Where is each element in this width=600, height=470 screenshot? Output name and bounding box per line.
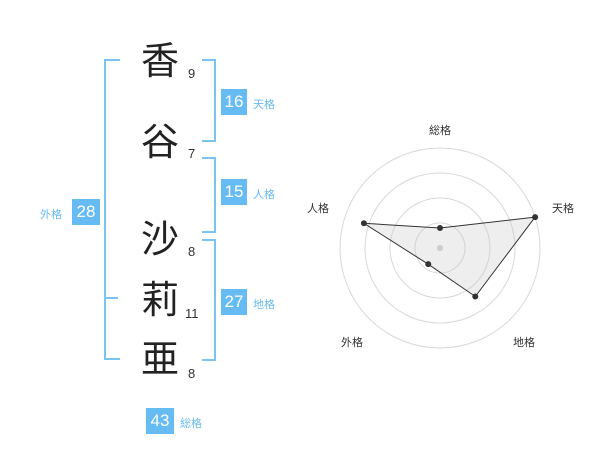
stroke-count-3: 8	[188, 244, 196, 259]
name-char-2: 谷	[141, 120, 180, 164]
radar-ring	[414, 222, 466, 274]
radar-center-dot	[437, 245, 443, 251]
jinkaku-bracket	[202, 157, 216, 233]
radar-data-polygon	[363, 216, 537, 298]
radar-ring	[389, 197, 491, 299]
radar-point-4	[425, 261, 432, 268]
gaikaku-bracket-mid-tick	[104, 297, 118, 299]
radar-axis-label-chikaku: 地格	[513, 335, 535, 349]
radar-data-points	[360, 214, 539, 300]
radar-axis-label-gaikaku: 外格	[341, 335, 363, 349]
tenkaku-label: 天格	[253, 98, 275, 111]
soukaku-score: 43	[146, 408, 174, 434]
radar-ring	[339, 147, 541, 349]
name-char-4: 莉	[141, 278, 180, 322]
gaikaku-score: 28	[72, 199, 100, 225]
name-char-1: 香	[141, 39, 180, 83]
radar-point-5	[360, 220, 367, 227]
radar-axis-label-soukaku: 総格	[429, 123, 451, 137]
gaikaku-label: 外格	[40, 208, 62, 221]
chikaku-score: 27	[221, 289, 247, 315]
radar-rings	[339, 147, 541, 349]
jinkaku-label: 人格	[253, 188, 275, 201]
radar-axis-label-jinkaku: 人格	[307, 201, 329, 215]
name-char-3: 沙	[141, 217, 180, 261]
chikaku-bracket	[202, 239, 216, 361]
tenkaku-bracket	[202, 59, 216, 142]
jinkaku-score: 15	[221, 179, 247, 205]
stroke-count-5: 8	[188, 366, 196, 381]
name-char-5: 亜	[141, 337, 180, 381]
stroke-count-4: 11	[185, 306, 199, 321]
tenkaku-score: 16	[221, 89, 247, 115]
radar-ring	[364, 172, 516, 324]
soukaku-label: 総格	[180, 417, 202, 430]
gaikaku-bracket	[104, 59, 120, 360]
radar-point-3	[472, 293, 479, 300]
chikaku-label: 地格	[253, 298, 275, 311]
radar-point-1	[437, 225, 443, 231]
stroke-count-2: 7	[188, 146, 196, 161]
radar-point-2	[532, 214, 539, 221]
radar-axis-label-tenkaku: 天格	[552, 201, 574, 215]
stroke-count-1: 9	[188, 66, 196, 81]
